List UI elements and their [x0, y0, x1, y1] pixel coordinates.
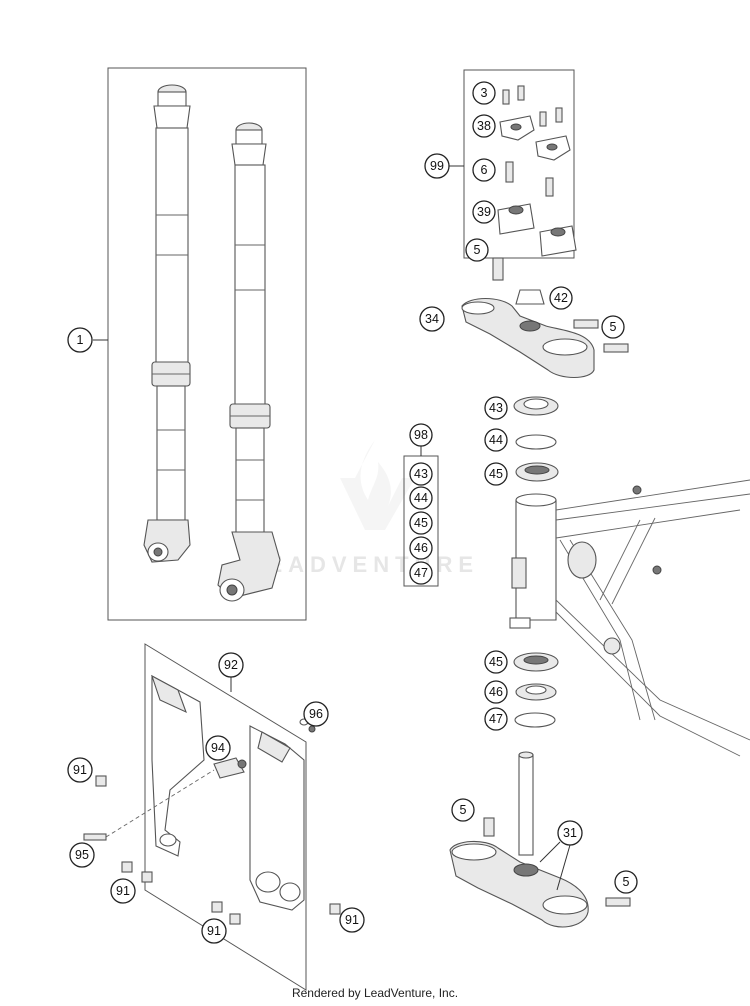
callout-38: 38: [472, 114, 496, 138]
svg-text:92: 92: [224, 658, 238, 672]
svg-text:91: 91: [345, 913, 359, 927]
guard-bracket: [213, 718, 316, 779]
callout-94: 94: [205, 735, 231, 761]
callout-92: 92: [218, 652, 244, 678]
svg-text:45: 45: [489, 655, 503, 669]
guard-screws: [83, 769, 341, 925]
callout-5-lower-right: 5: [614, 870, 638, 894]
fork-group-box: [107, 67, 307, 621]
callout-3: 3: [472, 81, 496, 105]
clamp-group-box: [463, 69, 575, 259]
callout-42: 42: [549, 286, 573, 310]
left-fork-leg: [143, 84, 191, 563]
svg-text:94: 94: [211, 741, 225, 755]
callout-91-b: 91: [110, 878, 136, 904]
callout-98: 98: [409, 423, 433, 447]
svg-text:38: 38: [477, 119, 491, 133]
callout-45-kit: 45: [409, 511, 433, 535]
callout-91-c: 91: [201, 918, 227, 944]
callout-5-right: 5: [601, 315, 625, 339]
leader-31b: [556, 844, 571, 891]
svg-text:46: 46: [489, 685, 503, 699]
callout-43-kit: 43: [409, 462, 433, 486]
callout-47-kit: 47: [409, 561, 433, 585]
svg-text:96: 96: [309, 707, 323, 721]
clamp-bolts: [502, 85, 563, 197]
svg-text:95: 95: [75, 848, 89, 862]
callout-47-lower: 47: [484, 707, 508, 731]
lower-bearing-set: [513, 652, 559, 728]
svg-text:31: 31: [563, 826, 577, 840]
svg-text:45: 45: [414, 516, 428, 530]
upper-triple-clamp: [461, 257, 629, 379]
svg-text:3: 3: [481, 86, 488, 100]
svg-text:42: 42: [554, 291, 568, 305]
svg-text:46: 46: [414, 541, 428, 555]
svg-text:99: 99: [430, 159, 444, 173]
callout-5-lower-left: 5: [451, 798, 475, 822]
svg-text:5: 5: [460, 803, 467, 817]
callout-39: 39: [472, 200, 496, 224]
callout-5-upper: 5: [465, 238, 489, 262]
svg-text:47: 47: [414, 566, 428, 580]
callout-31: 31: [557, 820, 583, 846]
svg-text:1: 1: [77, 333, 84, 347]
lower-triple-clamp: [449, 751, 631, 928]
svg-text:47: 47: [489, 712, 503, 726]
fork-guard-group-box: [144, 643, 307, 991]
svg-text:44: 44: [489, 433, 503, 447]
callout-1: 1: [67, 327, 93, 353]
left-fork-guard: [151, 674, 205, 857]
callout-96: 96: [303, 701, 329, 727]
callout-46-lower: 46: [484, 680, 508, 704]
svg-text:91: 91: [207, 924, 221, 938]
callout-34: 34: [419, 306, 445, 332]
callout-43-a: 43: [484, 396, 508, 420]
svg-text:91: 91: [73, 763, 87, 777]
callout-6: 6: [472, 158, 496, 182]
svg-text:43: 43: [414, 467, 428, 481]
callout-44-a: 44: [484, 428, 508, 452]
svg-text:43: 43: [489, 401, 503, 415]
leader-31a: [539, 841, 561, 863]
callout-95: 95: [69, 842, 95, 868]
callout-45-a: 45: [484, 462, 508, 486]
svg-text:5: 5: [474, 243, 481, 257]
svg-text:44: 44: [414, 491, 428, 505]
svg-text:5: 5: [610, 320, 617, 334]
watermark-text: LEADVENTURE: [248, 552, 479, 577]
callout-91-d: 91: [339, 907, 365, 933]
frame-steering-head: [509, 479, 750, 757]
callout-46-kit: 46: [409, 536, 433, 560]
lower-clamps: [497, 203, 577, 257]
footer-credit: Rendered by LeadVenture, Inc.: [291, 986, 459, 1000]
callout-91-a: 91: [67, 757, 93, 783]
svg-text:91: 91: [116, 884, 130, 898]
right-fork-leg: [217, 122, 281, 602]
callout-45-lower: 45: [484, 650, 508, 674]
svg-text:39: 39: [477, 205, 491, 219]
svg-text:6: 6: [481, 163, 488, 177]
svg-text:45: 45: [489, 467, 503, 481]
svg-text:98: 98: [414, 428, 428, 442]
right-fork-guard: [249, 725, 305, 911]
svg-text:5: 5: [623, 875, 630, 889]
upper-clamps: [499, 115, 571, 161]
callout-44-kit: 44: [409, 486, 433, 510]
callout-99: 99: [424, 153, 450, 179]
svg-text:34: 34: [425, 312, 439, 326]
leadventure-watermark-logo: [340, 440, 415, 530]
upper-bearing-set: [513, 396, 559, 482]
